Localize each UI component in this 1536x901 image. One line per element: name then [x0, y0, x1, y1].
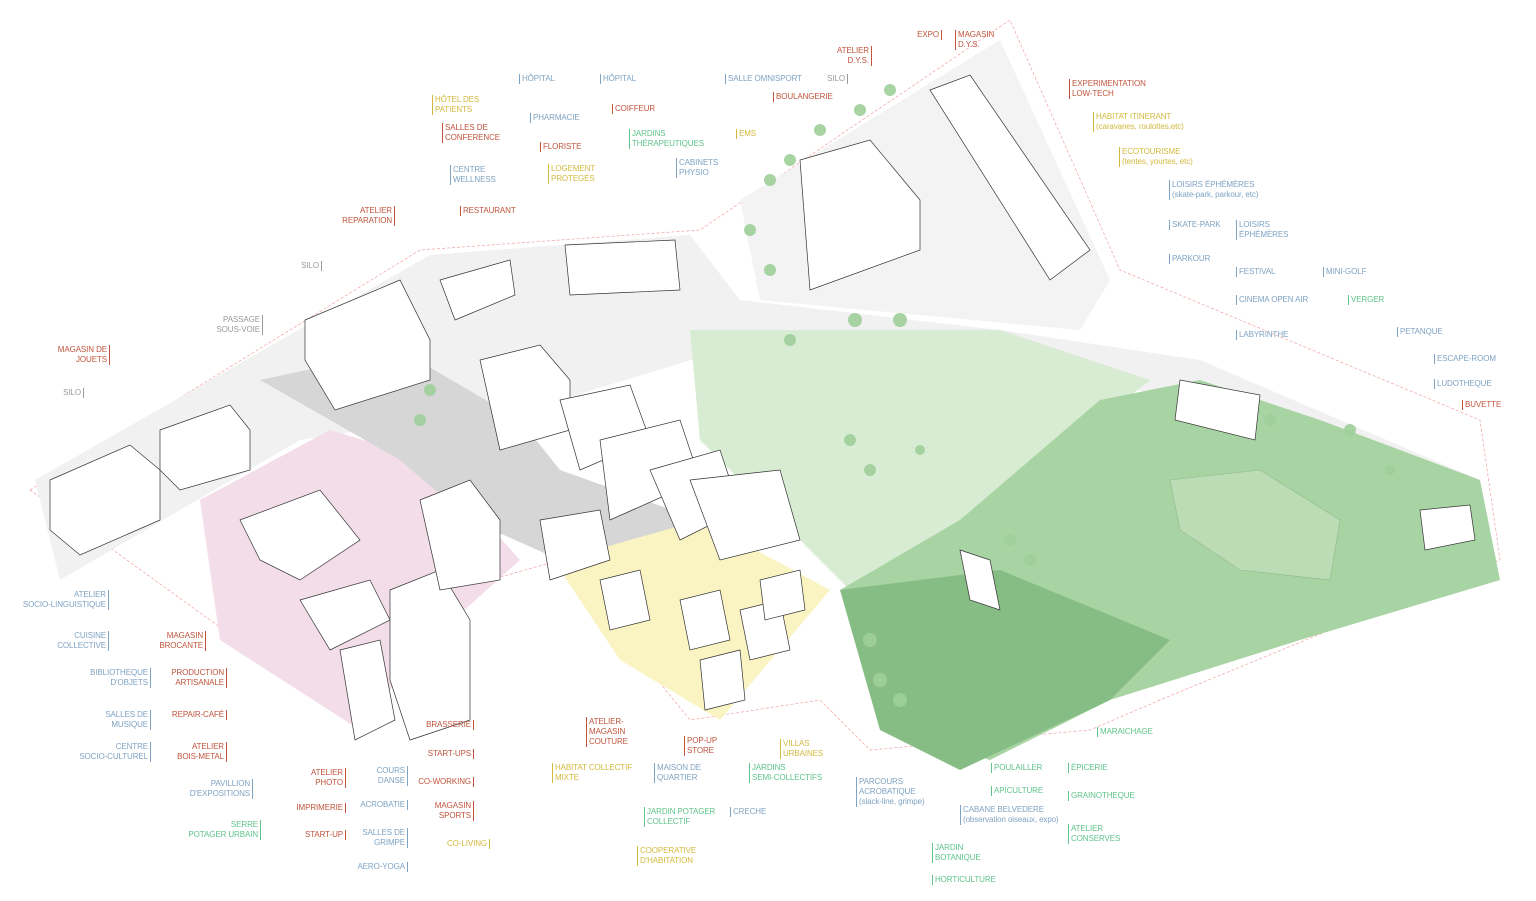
label-ems: EMS [736, 129, 756, 139]
label-escape-room: ESCAPE-ROOM [1434, 354, 1496, 364]
label-coiffeur: COIFFEUR [612, 104, 655, 114]
label-expo: EXPO [917, 30, 942, 40]
label-atelier-magasin-couture: ATELIER- MAGASIN COUTURE [586, 717, 628, 747]
label-atelier-socio-linguistique: ATELIER SOCIO-LINGUISTIQUE [23, 590, 109, 610]
label-cooperative-habitation: COOPERATIVE D'HABITATION [637, 846, 696, 866]
label-ecotourisme: ECOTOURISME (tentes, yourtes, etc) [1119, 147, 1193, 167]
label-jardins-therapeutiques: JARDINS THÉRAPEUTIQUES [629, 129, 704, 149]
label-magasin-dys: MAGASIN D.Y.S. [955, 30, 994, 50]
label-passage-sous-voie: PASSAGE SOUS-VOIE [216, 315, 263, 335]
label-atelier-dys: ATELIER D.Y.S. [837, 46, 872, 66]
plaza [260, 350, 700, 560]
label-creche: CRECHE [730, 807, 766, 817]
label-experimentation-low-tech: EXPERIMENTATION LOW-TECH [1069, 79, 1146, 99]
label-jardin-botanique: JARDIN BOTANIQUE [932, 843, 981, 863]
label-cinema-open-air: CINEMA OPEN AIR [1236, 295, 1308, 305]
label-apiculture: APICULTURE [991, 786, 1043, 796]
label-hotel-patients: HÔTEL DES PATIENTS [432, 95, 479, 115]
label-production-artisanale: PRODUCTION ARTISANALE [171, 668, 227, 688]
label-habitat-collectif-mixte: HABITAT COLLECTIF MIXTE [552, 763, 632, 783]
label-poulailler: POULAILLER [991, 763, 1042, 773]
label-brasserie: BRASSERIE [426, 720, 474, 730]
label-acrobatie: ACROBATIE [360, 800, 408, 810]
label-mini-golf: MINI-GOLF [1323, 267, 1367, 277]
label-atelier-conserves: ATELIER CONSERVES [1068, 824, 1120, 844]
label-pavillion-expositions: PAVILLION D'EXPOSITIONS [190, 779, 253, 799]
label-hopital-2: HÔPITAL [600, 74, 636, 84]
label-co-living: CO-LIVING [447, 839, 490, 849]
label-silo-3: SILO [827, 74, 848, 84]
farm-field [840, 570, 1170, 770]
label-villas-urbaines: VILLAS URBAINES [780, 739, 823, 759]
label-maison-quartier: MAISON DE QUARTIER [654, 763, 701, 783]
label-restaurant: RESTAURANT [460, 206, 516, 216]
label-fleuriste: FLORISTE [540, 142, 581, 152]
label-grainotheque: GRAINOTHEQUE [1068, 791, 1135, 801]
label-co-working: CO-WORKING [418, 777, 474, 787]
label-magasin-jouets: MAGASIN DE JOUETS [58, 345, 110, 365]
label-pop-up-store: POP-UP STORE [684, 736, 717, 756]
label-verger: VERGER [1348, 295, 1384, 305]
label-festival: FESTIVAL [1236, 267, 1276, 277]
label-parcours-acrobatique: PARCOURS ACROBATIQUE (slack-line, grimpe… [856, 777, 925, 807]
label-start-ups: START-UPS [428, 749, 474, 759]
label-magasin-brocante: MAGASIN BROCANTE [159, 631, 206, 651]
label-salles-conference: SALLES DE CONFERENCE [442, 123, 500, 143]
label-buvette: BUVETTE [1462, 400, 1501, 410]
label-maraichage: MARAICHAGE [1097, 727, 1153, 737]
label-imprimerie: IMPRIMERIE [296, 803, 346, 813]
label-labyrinthe: LABYRINTHE [1236, 330, 1288, 340]
label-atelier-bois-metal: ATELIER BOIS-METAL [177, 742, 227, 762]
label-serre-potager: SERRE POTAGER URBAIN [188, 820, 261, 840]
label-cabane-belvedere: CABANE BELVEDERE (observation oiseaux, e… [960, 805, 1059, 825]
label-cuisine-collective: CUISINE COLLECTIVE [57, 631, 109, 651]
label-jardins-semi-collectifs: JARDINS SEMI-COLLECTIFS [749, 763, 822, 783]
label-atelier-photo: ATELIER PHOTO [311, 768, 346, 788]
label-atelier-reparation: ATELIER REPARATION [342, 206, 395, 226]
label-logement-proteges: LOGEMENT PROTEGÉS [548, 164, 595, 184]
label-aero-yoga: AERO-YOGA [357, 862, 408, 872]
label-salles-grimpe: SALLES DE GRIMPE [362, 828, 408, 848]
labyrinth-area [1169, 469, 1341, 581]
label-silo: SILO [63, 388, 84, 398]
label-hopital: HÔPITAL [519, 74, 555, 84]
label-bibliotheque-objets: BIBLIOTHEQUE D'OBJETS [90, 668, 151, 688]
label-centre-socio-culturel: CENTRE SOCIO-CULTUREL [79, 742, 151, 762]
label-silo-2: SILO [301, 261, 322, 271]
label-centre-wellness: CENTRE WELLNESS [450, 165, 496, 185]
label-epicerie: ÉPICERIE [1068, 763, 1108, 773]
label-horticulture: HORTICULTURE [932, 875, 996, 885]
label-boulangerie: BOULANGERIE [773, 92, 833, 102]
label-ludotheque: LUDOTHEQUE [1434, 379, 1492, 389]
site-boundary [29, 19, 1501, 751]
label-start-up: START-UP [305, 830, 346, 840]
label-magasin-sports: MAGASIN SPORTS [435, 801, 474, 821]
label-skate-park: SKATE-PARK [1169, 220, 1221, 230]
buildings [49, 74, 1476, 741]
label-loisirs-ephemeres: LOISIRS ÉPHÉMÈRES (skate-park, parkour, … [1169, 180, 1258, 200]
trees [414, 84, 1395, 707]
label-parkour: PARKOUR [1169, 254, 1210, 264]
label-pharmacie: PHARMACIE [530, 113, 580, 123]
label-habitat-itinerant: HABITAT ITINERANT (caravanes, roulottes,… [1093, 112, 1184, 132]
label-repair-cafe: REPAIR-CAFÉ [172, 710, 227, 720]
label-cabinets-physio: CABINETS PHYSIO [676, 158, 718, 178]
label-salles-musique: SALLES DE MUSIQUE [105, 710, 151, 730]
label-loisirs-ephemeres-2: LOISIRS ÉPHÉMÈRES [1236, 220, 1288, 240]
label-salle-omnisport: SALLE OMNISPORT [725, 74, 802, 84]
label-cours-danse: COURS DANSE [377, 766, 408, 786]
park-meadow [690, 330, 1150, 590]
label-jardin-potager-collectif: JARDIN POTAGER COLLECTIF [644, 807, 715, 827]
label-petanque: PETANQUE [1397, 327, 1443, 337]
